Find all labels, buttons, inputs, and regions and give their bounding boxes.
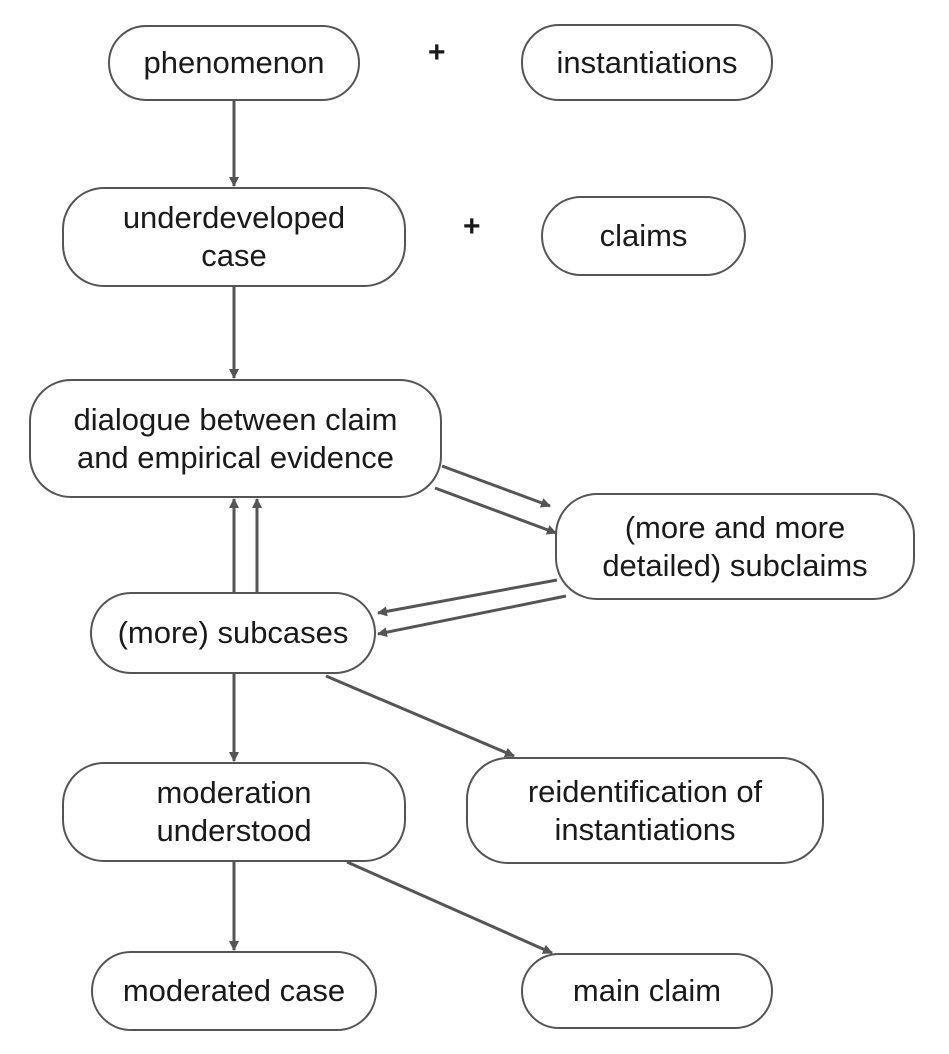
arrow-dialogue-to-subclaims-1 [441, 464, 551, 508]
node-instantiations: instantiations [521, 24, 773, 101]
node-dialogue: dialogue between claim and empirical evi… [29, 379, 442, 498]
arrow-subclaims-to-subcases-1 [377, 578, 558, 617]
node-reidentification: reidentification of instantiations [466, 757, 824, 864]
arrow-subclaims-to-subcases-2 [377, 594, 567, 638]
node-main-claim: main claim [521, 953, 773, 1029]
arrow-moderation-to-main-claim [346, 860, 553, 955]
plus-operator-top: + [428, 36, 446, 69]
node-subcases: (more) subcases [90, 592, 376, 674]
arrow-dialogue-to-subclaims-2 [434, 486, 557, 535]
node-claims: claims [541, 196, 746, 276]
node-underdeveloped-case: underdeveloped case [62, 187, 406, 287]
node-moderation-understood: moderation understood [62, 762, 406, 862]
node-subclaims: (more and more detailed) subclaims [555, 493, 915, 600]
plus-operator-middle: + [463, 210, 481, 243]
node-moderated-case: moderated case [91, 951, 377, 1031]
node-phenomenon: phenomenon [108, 25, 360, 101]
arrow-subcases-to-reidentification [325, 674, 515, 758]
